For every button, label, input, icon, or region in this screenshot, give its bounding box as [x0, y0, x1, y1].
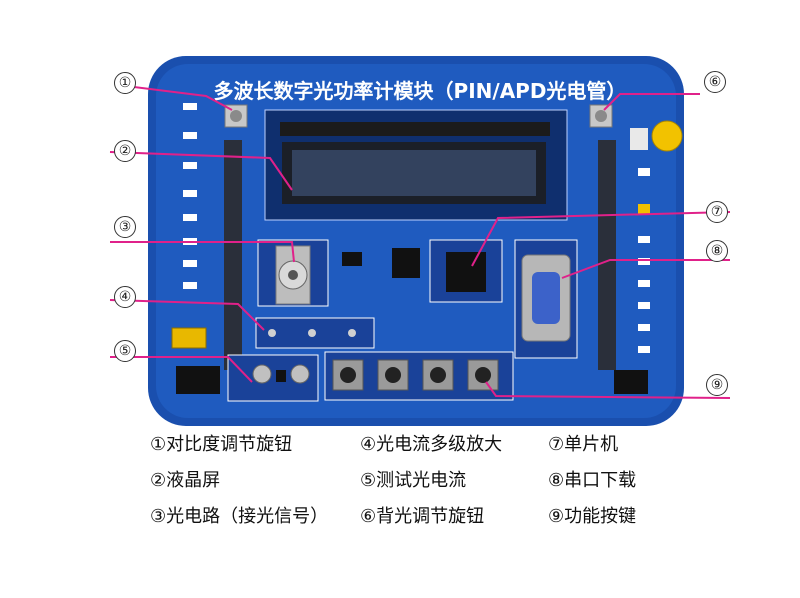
serial-socket — [532, 272, 560, 324]
left-pin-header — [224, 140, 242, 370]
function-buttons — [332, 359, 499, 391]
right-led-column — [638, 168, 650, 353]
legend-item: ⑤测试光电流 — [360, 470, 467, 491]
power-button — [651, 120, 683, 152]
lcd-connector — [280, 122, 550, 136]
callout-line-5 — [110, 356, 253, 383]
callout-marker-3: ③ — [114, 216, 136, 238]
amp-jumper-2 — [308, 329, 316, 337]
callout-marker-8: ⑧ — [706, 240, 728, 262]
callout-marker-5: ⑤ — [114, 340, 136, 362]
legend-item: ⑧串口下载 — [548, 470, 637, 491]
callout-line-4 — [109, 299, 265, 331]
callout-marker-2: ② — [114, 140, 136, 162]
optical-port-center — [288, 270, 298, 280]
backlight-knob-center — [595, 110, 607, 122]
callout-lines — [109, 85, 731, 399]
legend-item: ④光电流多级放大 — [360, 434, 503, 455]
callout-marker-4: ④ — [114, 286, 136, 308]
mcu-chip — [446, 252, 486, 292]
callout-line-7 — [471, 211, 731, 267]
board-photo: 多波长数字光功率计模块（PIN/APD光电管） — [109, 56, 731, 426]
pcb-illustration: 多波长数字光功率计模块（PIN/APD光电管） — [109, 56, 731, 426]
legend-item: ⑥背光调节旋钮 — [360, 506, 485, 527]
test-jack-2 — [290, 364, 310, 384]
ic-u605 — [342, 252, 362, 266]
ic-bottom-left — [176, 366, 220, 394]
legend-item: ⑦单片机 — [548, 434, 619, 455]
callout-marker-6: ⑥ — [704, 71, 726, 93]
test-jumper — [276, 370, 286, 382]
callout-marker-9: ⑨ — [706, 374, 728, 396]
callout-marker-7: ⑦ — [706, 201, 728, 223]
tantalum-capacitor — [171, 327, 207, 349]
legend-item: ③光电路（接光信号） — [150, 506, 329, 527]
callout-marker-1: ① — [114, 72, 136, 94]
callout-line-9 — [485, 381, 731, 399]
legend-item: ⑨功能按键 — [548, 506, 637, 527]
right-pin-header — [598, 140, 616, 370]
test-jack-1 — [252, 364, 272, 384]
callout-line-2 — [109, 151, 293, 191]
board-title: 多波长数字光功率计模块（PIN/APD光电管） — [214, 79, 627, 103]
callout-line-6 — [603, 93, 700, 111]
callout-line-3 — [110, 241, 295, 263]
ic-bottom-right — [614, 370, 648, 394]
amp-jumper-3 — [348, 329, 356, 337]
legend-item: ①对比度调节旋钮 — [150, 434, 293, 455]
power-switch — [630, 128, 648, 150]
ic-u604 — [392, 248, 420, 278]
lcd-screen — [292, 150, 536, 196]
callout-line-1 — [125, 85, 233, 111]
contrast-knob-center — [230, 110, 242, 122]
legend-item: ②液晶屏 — [150, 470, 221, 491]
callout-line-8 — [561, 259, 730, 279]
amp-jumper-1 — [268, 329, 276, 337]
